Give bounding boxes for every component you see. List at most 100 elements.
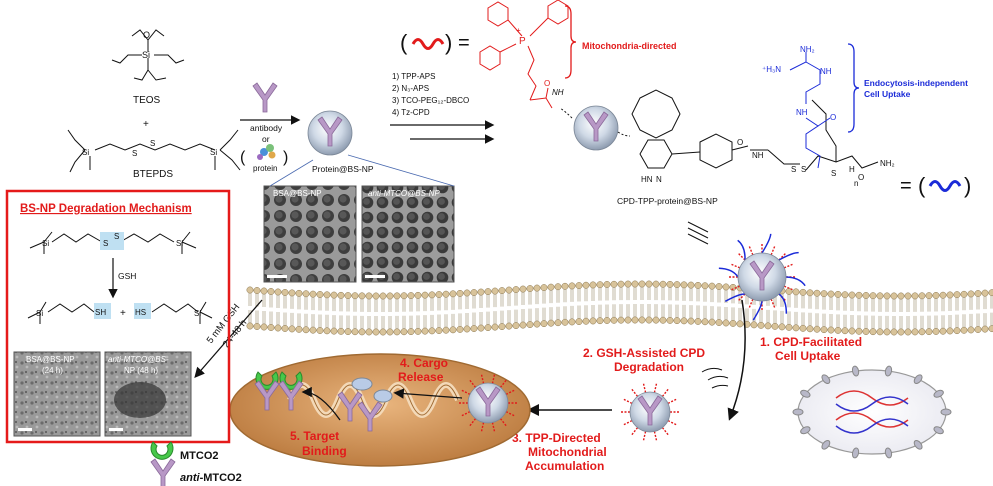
lipid-head <box>316 327 324 334</box>
nuclear-pore <box>884 447 893 459</box>
lipid-head <box>813 289 821 297</box>
lipid-head <box>442 326 450 334</box>
lipid-tail <box>556 289 560 303</box>
lipid-head <box>876 328 884 336</box>
lipid-tail <box>430 297 434 311</box>
protein-bsnp-particle <box>307 110 353 156</box>
lipid-tail <box>724 306 728 320</box>
lipid-tail <box>479 295 483 309</box>
tpp-charge: + <box>516 26 521 35</box>
lipid-tail <box>899 299 903 312</box>
btepds-s2: S <box>150 139 155 148</box>
lipid-head <box>827 326 835 334</box>
lipid-head <box>708 282 716 290</box>
cpd-chain <box>752 300 763 321</box>
cpd-s2: S <box>801 165 806 174</box>
lipid-tail <box>731 307 735 321</box>
lipid-head <box>400 328 408 336</box>
lipid-tail <box>976 313 980 327</box>
equivalence-icon <box>687 221 709 245</box>
guanidine-label-1: Endocytosis-independent <box>864 78 968 88</box>
lipid-tail <box>360 315 364 329</box>
lipid-tail <box>920 315 924 329</box>
lipid-tail <box>941 315 945 329</box>
lipid-tail <box>703 288 707 302</box>
lipid-head <box>302 326 310 334</box>
lipid-tail <box>647 304 651 318</box>
nuclear-pore <box>913 440 923 450</box>
lipid-tail <box>542 290 546 304</box>
lipid-head <box>953 327 961 335</box>
lipid-head <box>246 286 254 294</box>
teos-structure <box>111 29 185 81</box>
lipid-head <box>687 281 695 289</box>
lipid-tail <box>367 298 371 312</box>
lipid-head <box>771 322 779 330</box>
tpp-spike <box>642 431 647 441</box>
lipid-head <box>834 290 842 298</box>
lipid-head <box>918 328 926 336</box>
nuclear-pore <box>933 426 944 435</box>
btepds-si-right: Si <box>210 148 217 157</box>
lipid-tail <box>759 309 763 323</box>
lipid-tail <box>584 305 588 319</box>
th-si-left: Si <box>36 309 43 318</box>
lipid-head <box>288 325 296 333</box>
guan-o: O <box>830 113 836 122</box>
lipid-head <box>540 320 548 328</box>
lipid-head <box>491 287 499 295</box>
lipid-head <box>561 318 569 326</box>
lipid-head <box>274 288 282 296</box>
lipid-head <box>652 316 660 324</box>
lipid-head <box>295 325 303 333</box>
tpp-spike <box>748 298 754 309</box>
lipid-tail <box>654 287 658 301</box>
tpp-spike <box>491 374 496 384</box>
lipid-tail <box>780 310 784 324</box>
lipid-tail <box>346 315 350 329</box>
nuclear-pore <box>800 389 811 398</box>
lipid-head <box>421 327 429 335</box>
lipid-head <box>701 318 709 326</box>
gsh-reagent: GSH <box>118 271 136 281</box>
btepds-structure <box>67 129 241 173</box>
ds-s2: S <box>114 232 119 241</box>
lipid-tail <box>507 310 511 324</box>
lipid-tail <box>486 294 490 308</box>
lipid-head <box>617 316 625 324</box>
lipid-head <box>708 318 716 326</box>
lipid-tail <box>969 313 973 327</box>
cpd-chain <box>778 251 799 261</box>
lipid-head <box>722 283 730 291</box>
lipid-tail <box>374 298 378 312</box>
lipid-tail <box>549 307 553 321</box>
legend-anti-label: anti-MTCO2 <box>180 472 242 484</box>
lipid-tail <box>850 315 854 329</box>
lipid-tail <box>500 293 504 307</box>
lipid-head <box>680 317 688 325</box>
lipid-head <box>848 291 856 299</box>
lipid-tail <box>535 308 539 322</box>
lipid-tail <box>423 315 427 329</box>
lipid-head <box>806 289 814 297</box>
lipid-tail <box>696 305 700 319</box>
guan-h3n: ⁺H₃N <box>762 65 781 74</box>
lipid-head <box>435 291 443 298</box>
lipid-head <box>778 323 786 331</box>
tem-degraded-bsa: BSA@BS-NP (24 h) <box>13 351 101 437</box>
lipid-tail <box>703 305 707 319</box>
lipid-tail <box>983 313 987 327</box>
lipid-head <box>855 291 863 299</box>
cpd-nh2: NH₂ <box>880 159 895 168</box>
nuclear-pore <box>851 365 860 377</box>
thiol-structures <box>27 301 213 324</box>
svg-text:(24 h): (24 h) <box>42 366 63 375</box>
lipid-head <box>358 292 366 300</box>
lipid-tail <box>675 287 679 301</box>
lipid-tail <box>563 306 567 320</box>
lipid-head <box>533 284 541 292</box>
guan-nh2: NH₂ <box>800 45 815 54</box>
lipid-head <box>470 325 478 332</box>
lipid-tail <box>493 294 497 308</box>
degradation-panel <box>5 189 231 444</box>
